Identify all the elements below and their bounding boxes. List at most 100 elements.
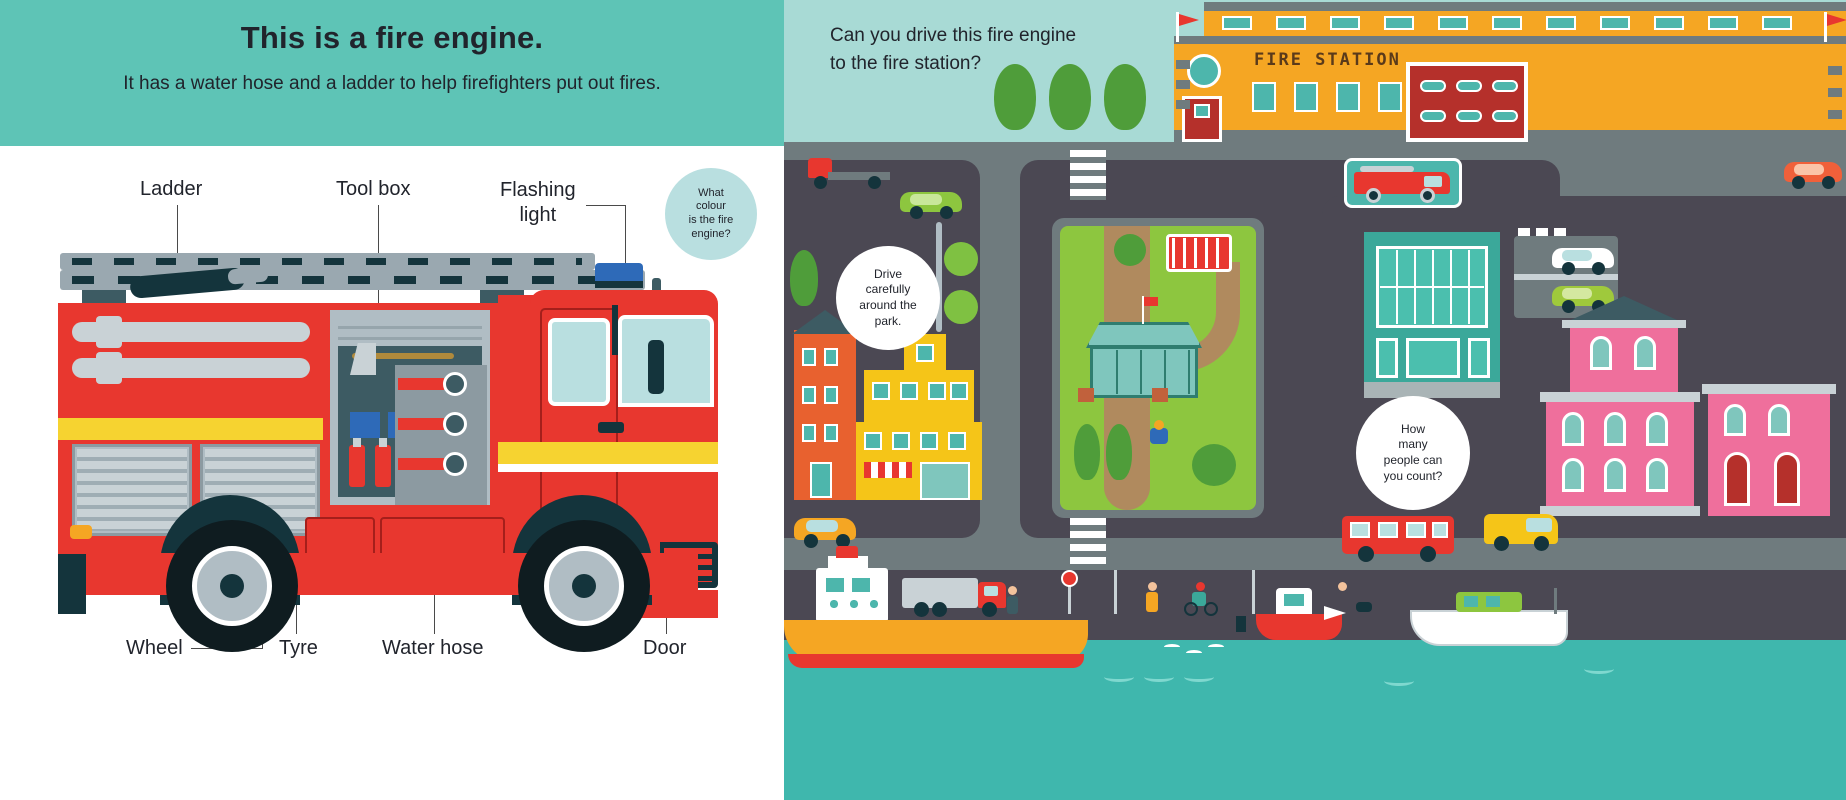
boat-white-win-2 — [1486, 596, 1500, 607]
garage-slot-1 — [1420, 80, 1446, 92]
greenhouse-pane-lines — [1094, 350, 1194, 394]
red-door-house-ledge — [1702, 384, 1836, 394]
street-tree-3 — [944, 290, 978, 324]
orange-townhouse-win-2 — [824, 348, 838, 366]
station-vent-3 — [1176, 100, 1190, 109]
station-window-upper-9 — [1654, 16, 1684, 30]
street-tree-2 — [944, 242, 978, 276]
tree-sky-1 — [994, 64, 1036, 130]
station-window-upper-7 — [1546, 16, 1576, 30]
anchor-icon — [1236, 616, 1246, 632]
lamp-post-quay-2 — [1252, 570, 1255, 614]
bus-red-win-4 — [1432, 522, 1448, 538]
fire-station-sign: FIRE STATION — [1254, 50, 1401, 70]
park-sitter-head — [1154, 420, 1164, 430]
question-bubble-colour[interactable]: What colour is the fire engine? — [665, 168, 757, 260]
yellow-tower-top-win — [916, 344, 934, 362]
tool-box-shelf-slats — [338, 318, 482, 346]
shop-awning — [864, 462, 912, 478]
station-window-upper-3 — [1330, 16, 1360, 30]
label-flashing-light: Flashing light — [500, 179, 576, 226]
fire-engine-player-cab-window — [1424, 176, 1442, 187]
valve-outlet-2 — [398, 418, 444, 430]
pink-house-upper — [1570, 322, 1678, 398]
station-window-upper-4 — [1384, 16, 1414, 30]
extinguisher-1-top — [353, 438, 361, 447]
bubble-drive-carefully[interactable]: Drive carefully around the park. — [836, 246, 940, 350]
ladder-rungs-lower — [72, 276, 632, 284]
label-ladder: Ladder — [140, 178, 203, 200]
yellow-win-m1 — [872, 382, 890, 400]
red-door-house-door-1 — [1724, 452, 1750, 506]
station-flag-left — [1179, 14, 1199, 26]
car-white-window — [1562, 250, 1592, 261]
wing-mirror — [648, 340, 664, 394]
bubble-count-people[interactable]: How many people can you count? — [1356, 396, 1470, 510]
shutter-left-slats — [77, 449, 187, 531]
planter-1 — [1078, 388, 1094, 402]
park-tree-3 — [1192, 444, 1236, 486]
lorry-wheel-2 — [932, 602, 947, 617]
wheel-hub-rear — [220, 574, 244, 598]
street-sign-circle — [1061, 570, 1078, 587]
bird-1 — [1164, 644, 1180, 650]
valve-knob-2 — [443, 412, 467, 436]
garage-slot-2 — [1456, 80, 1482, 92]
station-garage-door — [1406, 62, 1528, 142]
greenhouse-flag-pole — [1142, 296, 1144, 324]
fire-engine-player-ladder — [1360, 166, 1414, 172]
planter-2 — [1152, 388, 1168, 402]
fire-engine-player-wheel-1 — [1366, 188, 1381, 203]
yellow-win-m4 — [950, 382, 968, 400]
van-yellow-window — [1526, 518, 1552, 532]
station-window-upper-6 — [1492, 16, 1522, 30]
cab-pillar — [612, 305, 618, 355]
yellow-win-b4 — [948, 432, 966, 450]
yellow-win-m3 — [928, 382, 946, 400]
car-yellow-wheel-1 — [804, 534, 818, 548]
car-orange-window — [1794, 164, 1824, 175]
leader-ladder — [177, 205, 178, 267]
pink-house-base-ledge — [1540, 506, 1700, 516]
bus-red-win-3 — [1406, 522, 1426, 538]
right-page: Can you drive this fire engine to the fi… — [784, 0, 1846, 800]
station-vent-right-3 — [1828, 110, 1842, 119]
park-sitter-person — [1150, 428, 1168, 444]
fire-engine-illustration — [0, 150, 784, 710]
car-park-roof-vent-3 — [1554, 228, 1566, 236]
bus-red-wheel-1 — [1358, 546, 1374, 562]
pink-house-up-win-2 — [1634, 336, 1656, 370]
yellow-win-b3 — [920, 432, 938, 450]
cargo-ship-bridge — [828, 556, 868, 570]
street-tree-1 — [790, 250, 818, 306]
lamp-post-quay-1 — [1114, 570, 1117, 614]
station-vent-1 — [1176, 60, 1190, 69]
dog-walker-head — [1338, 582, 1347, 591]
cargo-ship-win-1 — [826, 578, 844, 592]
extinguisher-2 — [375, 445, 391, 487]
station-window-upper-1 — [1222, 16, 1252, 30]
fire-engine-player-wheel-2 — [1420, 188, 1435, 203]
park-flower-bed-stripes — [1172, 238, 1226, 268]
boat-white-mast — [1554, 588, 1557, 614]
cyclist-head — [1196, 582, 1205, 591]
label-door: Door — [643, 637, 687, 659]
pink-house-up-win-1 — [1590, 336, 1612, 370]
station-flagpole-left — [1176, 12, 1179, 42]
car-yellow-window — [806, 520, 838, 532]
orange-townhouse-door — [810, 462, 832, 498]
bus-red-win-2 — [1378, 522, 1398, 538]
station-window-lower-2 — [1294, 82, 1318, 112]
yellow-win-b2 — [892, 432, 910, 450]
car-orange-wheel-1 — [1792, 176, 1805, 189]
stripe-yellow-front — [498, 442, 718, 464]
car-olive-wheel-1 — [1562, 300, 1575, 313]
leader-flashing-light-h — [586, 205, 626, 206]
side-marker-lamp — [70, 525, 92, 539]
extinguisher-1 — [349, 445, 365, 487]
water-ripple-5 — [1584, 664, 1614, 674]
park-tree-1 — [1074, 424, 1100, 480]
toolbox-blue-1 — [350, 412, 380, 438]
cargo-ship-funnel — [836, 546, 858, 558]
orange-townhouse-win-1 — [802, 348, 816, 366]
